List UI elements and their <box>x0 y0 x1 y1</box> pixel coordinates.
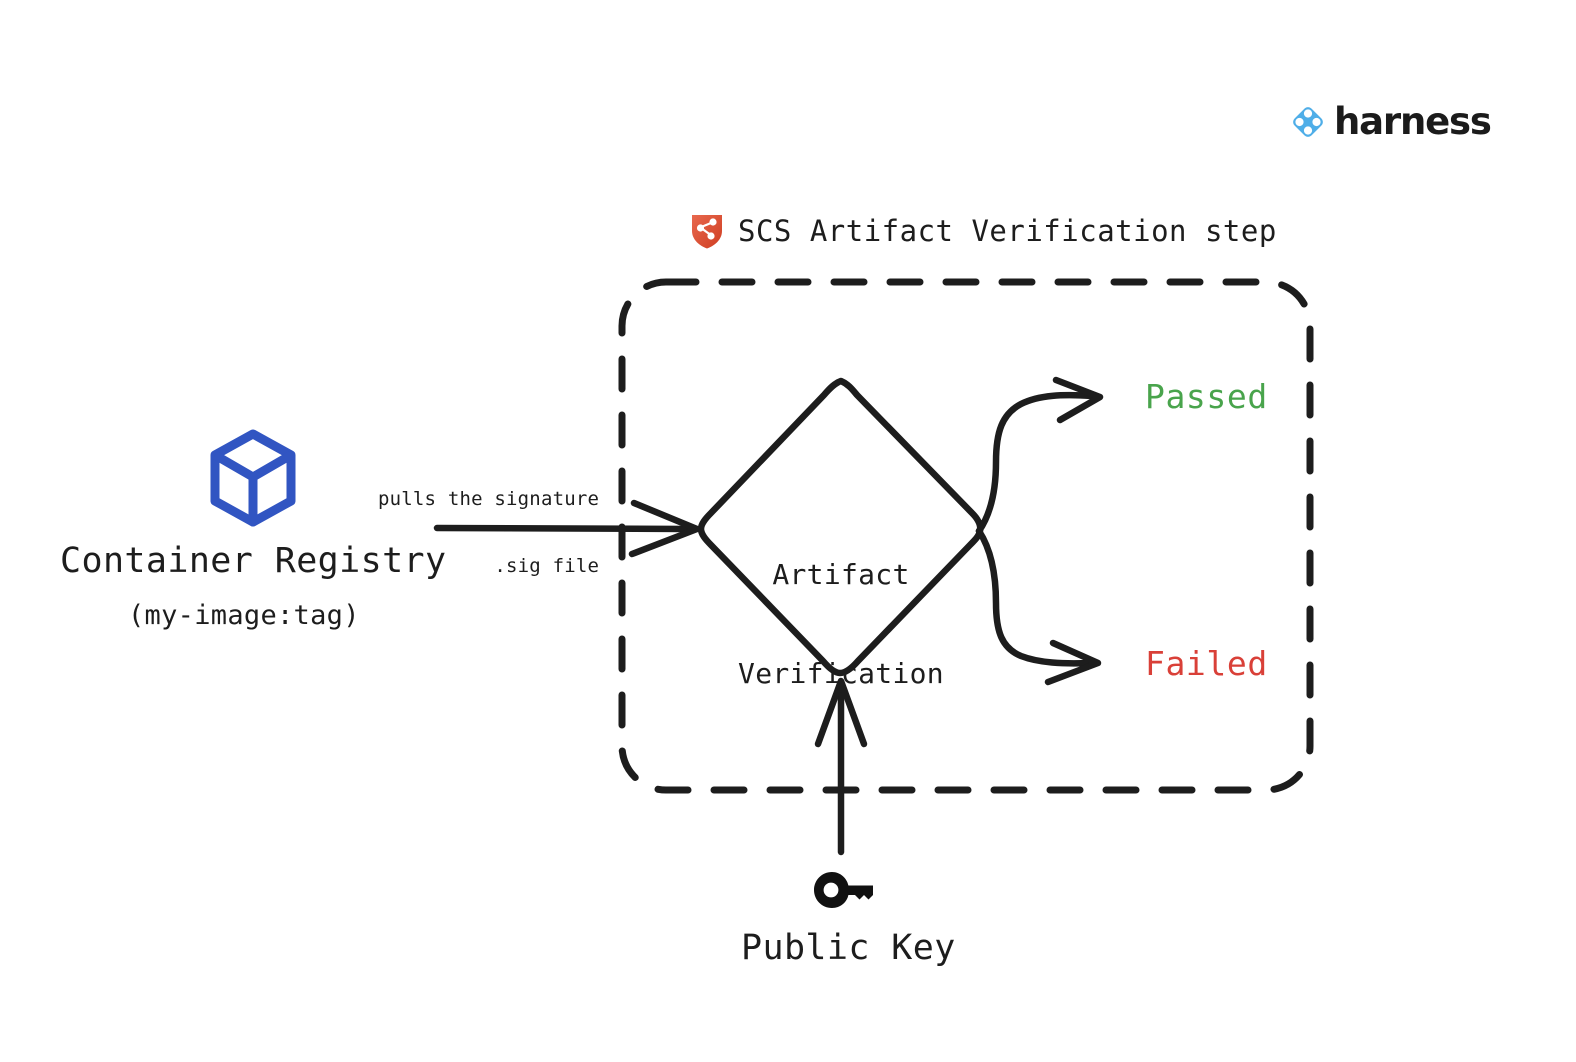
key-icon <box>814 872 873 908</box>
arrow-decision-to-failed <box>975 527 1102 686</box>
harness-wordmark: harness <box>1334 100 1492 143</box>
public-key-label: Public Key <box>741 928 956 968</box>
edge-label-pulls-signature: pulls the signature .sig file <box>378 443 599 622</box>
arrow-key-to-decision <box>814 677 868 856</box>
container-registry-image-tag: (my-image:tag) <box>128 600 360 631</box>
harness-diamond-logo-icon <box>1293 106 1323 137</box>
edge-label-line-2: .sig file <box>494 555 600 578</box>
artifact-verification-label: Artifact Verification <box>700 492 982 756</box>
container-registry-title: Container Registry <box>60 541 447 581</box>
arrow-registry-to-decision <box>433 499 701 558</box>
outcome-passed-label: Passed <box>1145 377 1268 416</box>
arrow-decision-to-passed <box>975 376 1104 535</box>
harness-brand-logo: harness <box>1288 100 1492 143</box>
artifact-verification-line-2: Verification <box>738 657 944 691</box>
outcome-failed-label: Failed <box>1145 644 1268 683</box>
container-cube-icon <box>210 429 296 527</box>
scs-step-boundary <box>618 278 1314 794</box>
step-title-row: SCS Artifact Verification step <box>690 212 1277 250</box>
step-title-label: SCS Artifact Verification step <box>738 214 1277 248</box>
artifact-verification-diamond <box>697 377 984 677</box>
artifact-verification-line-1: Artifact <box>772 558 910 592</box>
shield-supply-chain-icon <box>692 215 722 249</box>
edge-label-line-1: pulls the signature <box>378 487 600 510</box>
